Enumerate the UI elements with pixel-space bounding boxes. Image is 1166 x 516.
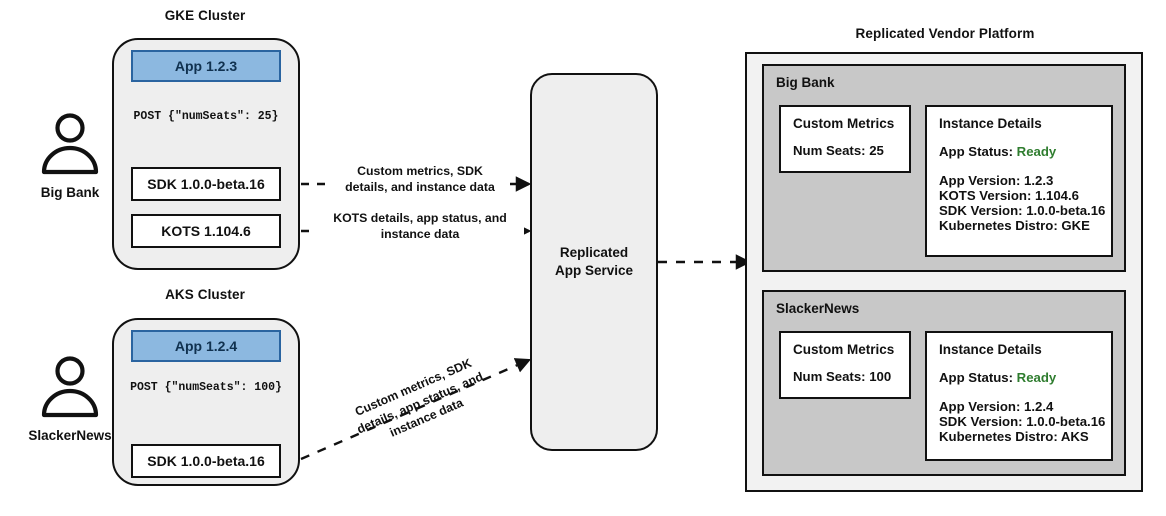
custom-metrics-card-slackernews: Custom Metrics Num Seats: 100 <box>779 331 911 399</box>
gke-sdk-box[interactable]: SDK 1.0.0-beta.16 <box>131 167 281 201</box>
actor-big-bank: Big Bank <box>28 112 112 200</box>
aks-post-label: POST {"numSeats": 100} <box>130 381 282 394</box>
instance-details-card-slackernews: Instance Details App Status: Ready App V… <box>925 331 1113 461</box>
instance-detail-line: App Version: 1.2.4 <box>939 399 1054 414</box>
custom-metrics-title: Custom Metrics <box>793 342 895 357</box>
platform-title: Replicated Vendor Platform <box>855 26 1035 41</box>
replicated-app-service-label: Replicated App Service <box>555 244 633 280</box>
service-line-2: App Service <box>554 263 634 278</box>
tenant-name-slackernews: SlackerNews <box>776 301 860 316</box>
person-icon <box>41 356 99 418</box>
custom-metrics-title: Custom Metrics <box>793 116 895 131</box>
gke-post-label: POST {"numSeats": 25} <box>133 110 279 123</box>
instance-detail-line: App Version: 1.2.3 <box>939 173 1054 188</box>
instance-details-status: App Status: Ready <box>939 370 1111 385</box>
person-icon <box>41 113 99 175</box>
edge-label-kots-to-service: KOTS details, app status, and instance d… <box>316 210 524 243</box>
edge-label-aks-to-service: Custom metrics, SDK details, app status,… <box>328 344 513 461</box>
aks-sdk-box[interactable]: SDK 1.0.0-beta.16 <box>131 444 281 478</box>
edge-label-sdk-to-service: Custom metrics, SDK details, and instanc… <box>330 163 510 196</box>
gke-kots-box[interactable]: KOTS 1.104.6 <box>131 214 281 248</box>
aks-cluster-title: AKS Cluster <box>165 287 245 302</box>
instance-details-card-big-bank: Instance Details App Status: Ready App V… <box>925 105 1113 257</box>
actor-big-bank-label: Big Bank <box>40 185 100 200</box>
instance-detail-line: Kubernetes Distro: AKS <box>939 429 1089 444</box>
instance-detail-line: SDK Version: 1.0.0-beta.16 <box>939 203 1106 218</box>
service-line-1: Replicated <box>559 244 629 260</box>
custom-metrics-value: Num Seats: 100 <box>793 369 892 384</box>
tenant-name-big-bank: Big Bank <box>776 75 835 90</box>
replicated-app-service-box[interactable]: Replicated App Service <box>530 73 658 451</box>
gke-app-box[interactable]: App 1.2.3 <box>131 50 281 82</box>
status-label: App Status: <box>939 370 1013 385</box>
edge-label-line-2: instance data <box>380 227 460 242</box>
instance-details-title: Instance Details <box>939 342 1042 357</box>
actor-slackernews-label: SlackerNews <box>28 428 112 443</box>
aks-app-box[interactable]: App 1.2.4 <box>131 330 281 362</box>
edge-label-line-1: KOTS details, app status, and <box>333 211 507 225</box>
instance-details-status: App Status: Ready <box>939 144 1111 159</box>
status-badge: Ready <box>1016 370 1057 385</box>
edge-label-line-1: Custom metrics, SDK <box>357 164 483 178</box>
status-badge: Ready <box>1016 144 1057 159</box>
custom-metrics-card-big-bank: Custom Metrics Num Seats: 25 <box>779 105 911 173</box>
custom-metrics-value: Num Seats: 25 <box>793 143 884 158</box>
instance-detail-line: Kubernetes Distro: GKE <box>939 218 1090 233</box>
status-label: App Status: <box>939 144 1013 159</box>
gke-cluster-title: GKE Cluster <box>164 8 246 23</box>
instance-details-title: Instance Details <box>939 116 1042 131</box>
actor-slackernews: SlackerNews <box>10 355 130 443</box>
instance-detail-line: KOTS Version: 1.104.6 <box>939 188 1079 203</box>
edge-label-line-2: details, and instance data <box>345 180 495 195</box>
instance-detail-line: SDK Version: 1.0.0-beta.16 <box>939 414 1106 429</box>
